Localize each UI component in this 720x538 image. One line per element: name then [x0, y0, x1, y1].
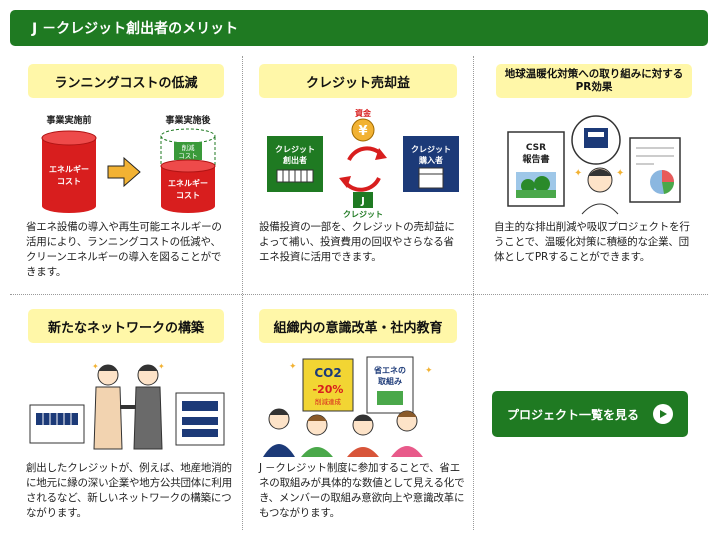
svg-text:CSR: CSR — [526, 143, 546, 153]
svg-text:J: J — [360, 196, 365, 207]
card-internal-education: 組織内の意識改革・社内教育 CO2 -20% 削減達成 省エネの 取組み ✦ ✦ — [243, 295, 473, 530]
running-cost-illustration: 事業実施前 事業実施後 エネルギー コスト 削減 コスト エネルギー コスト — [41, 114, 216, 213]
row-divider — [10, 294, 708, 295]
project-list-button-label: プロジェクト一覧を見る — [506, 407, 639, 422]
column-divider — [473, 56, 474, 530]
column-divider — [242, 56, 243, 530]
page-header: J －クレジット創出者のメリット — [10, 10, 708, 46]
card-description: 創出したクレジットが、例えば、地産地消的に地元に縁の深い企業や地方公共団体に利用… — [26, 462, 232, 519]
svg-text:クレジット: クレジット — [275, 144, 315, 154]
merits-grid: ランニングコストの低減 事業実施前 事業実施後 エネルギー コスト 削減 コスト… — [10, 56, 708, 530]
svg-text:エネルギー: エネルギー — [49, 164, 89, 174]
svg-text:削減: 削減 — [182, 143, 196, 152]
svg-text:削減達成: 削減達成 — [315, 397, 342, 406]
header-title: J －クレジット創出者のメリット — [32, 21, 239, 37]
card-description: 自主的な排出削減や吸収プロジェクトを行うことで、温暖化対策に積極的な企業、団体と… — [494, 221, 690, 263]
card-running-cost: ランニングコストの低減 事業実施前 事業実施後 エネルギー コスト 削減 コスト… — [10, 56, 242, 294]
svg-text:コスト: コスト — [176, 191, 200, 200]
card-title: クレジット売却益 — [259, 64, 457, 98]
card-cta: プロジェクト一覧を見る — [474, 295, 708, 530]
network-illustration: ✦ ✦ — [29, 362, 225, 450]
play-icon — [653, 404, 673, 424]
svg-text:事業実施前: 事業実施前 — [46, 114, 91, 126]
credit-sales-illustration: 資金 ¥ クレジット 創出者 クレジット 購入者 J クレジット — [267, 108, 459, 219]
svg-text:取組み: 取組み — [378, 376, 402, 386]
svg-text:事業実施後: 事業実施後 — [165, 114, 211, 126]
svg-text:報告書: 報告書 — [522, 153, 549, 165]
card-title: 組織内の意識改革・社内教育 — [259, 309, 457, 343]
card-description: J －クレジット制度に参加することで、省エネの取組みが具体的な数値として見える化… — [259, 462, 465, 519]
svg-text:CO2: CO2 — [314, 366, 341, 380]
svg-text:資金: 資金 — [355, 108, 372, 118]
pr-effect-illustration: CSR 報告書 ✦ ✦ — [507, 115, 681, 215]
card-pr-effect: 地球温暖化対策への取り組みに対するPR効果 CSR 報告書 ✦ ✦ 自主 — [474, 56, 708, 294]
svg-text:¥: ¥ — [358, 124, 367, 139]
svg-text:クレジット: クレジット — [343, 209, 383, 219]
card-title: 地球温暖化対策への取り組みに対するPR効果 — [496, 64, 692, 98]
card-title: 新たなネットワークの構築 — [28, 309, 224, 343]
svg-text:エネルギー: エネルギー — [168, 178, 208, 188]
svg-text:-20%: -20% — [313, 383, 344, 396]
card-network: 新たなネットワークの構築 ✦ ✦ 創出したクレジットが、例えば、地産地消的に地元… — [10, 295, 242, 530]
card-title: ランニングコストの低減 — [28, 64, 224, 98]
svg-text:クレジット: クレジット — [411, 144, 451, 154]
education-illustration: CO2 -20% 削減達成 省エネの 取組み ✦ ✦ — [263, 356, 433, 457]
card-credit-sales: クレジット売却益 資金 ¥ クレジット 創出者 クレジット 購入者 J — [243, 56, 473, 294]
svg-text:✦: ✦ — [574, 168, 582, 179]
project-list-button[interactable]: プロジェクト一覧を見る — [492, 391, 688, 437]
svg-text:✦: ✦ — [425, 366, 433, 376]
svg-text:コスト: コスト — [57, 177, 81, 186]
svg-text:✦: ✦ — [158, 362, 165, 371]
svg-text:✦: ✦ — [616, 168, 624, 179]
svg-text:コスト: コスト — [178, 152, 198, 160]
card-description: 省エネ設備の導入や再生可能エネルギーの活用により、ランニングコストの低減や、クリ… — [26, 221, 222, 278]
svg-text:創出者: 創出者 — [282, 155, 307, 165]
svg-text:✦: ✦ — [289, 362, 297, 372]
svg-text:省エネの: 省エネの — [373, 365, 406, 375]
card-description: 設備投資の一部を、クレジットの売却益によって補い、投資費用の回収やさらなる省エネ… — [259, 221, 455, 263]
svg-text:購入者: 購入者 — [418, 155, 443, 165]
svg-text:✦: ✦ — [92, 362, 99, 371]
